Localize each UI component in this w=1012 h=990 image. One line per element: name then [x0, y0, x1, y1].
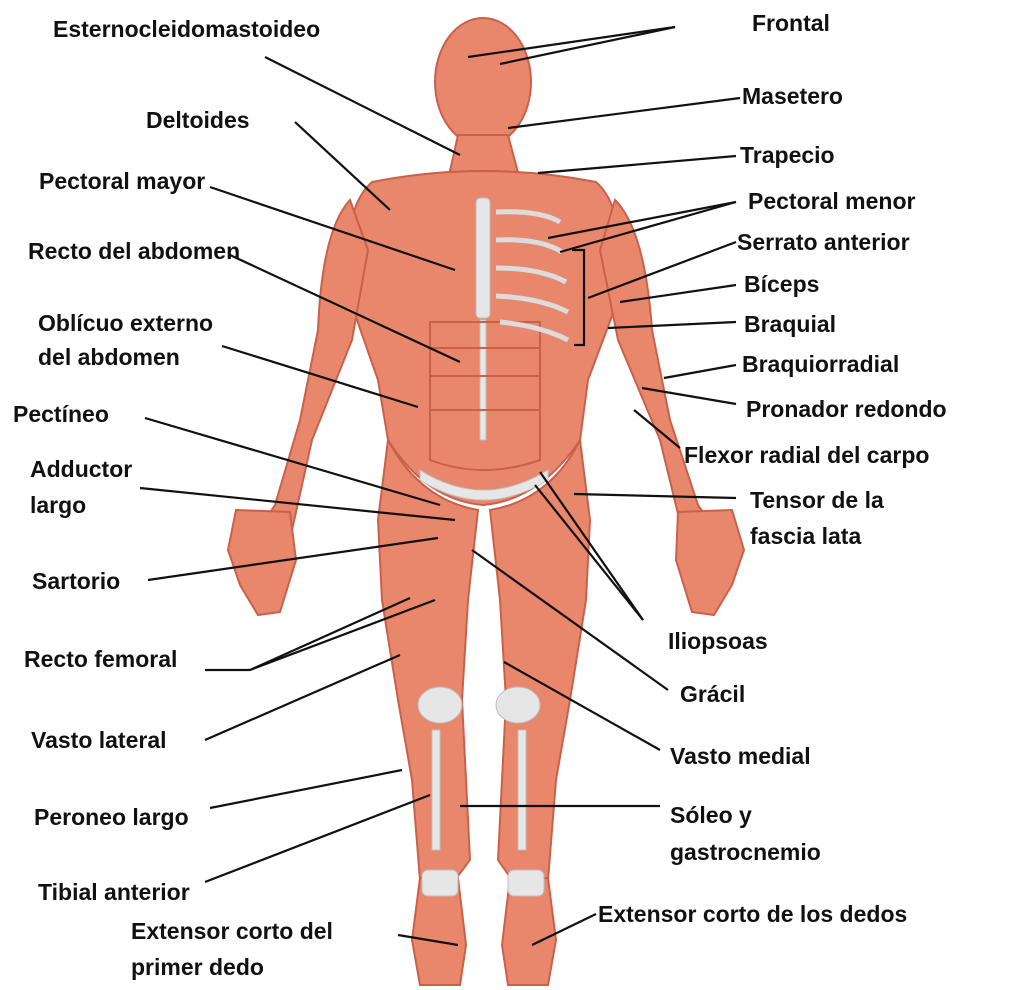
- knee-left: [418, 687, 462, 723]
- label-biceps: Bíceps: [744, 267, 819, 301]
- label-trapecio: Trapecio: [740, 138, 835, 172]
- leader-vasto-lateral: [205, 655, 400, 740]
- label-braquiorradial: Braquiorradial: [742, 347, 899, 381]
- leader-masetero: [508, 98, 740, 128]
- label-gracil: Grácil: [680, 677, 745, 711]
- label-pectoral-menor: Pectoral menor: [748, 184, 915, 218]
- label-adductor-1: Adductor: [30, 452, 132, 486]
- linea-alba: [480, 320, 486, 440]
- leader-tibial: [205, 795, 430, 882]
- label-esternocleidomastoideo: Esternocleidomastoideo: [53, 12, 320, 46]
- label-soleo-2: gastrocnemio: [670, 835, 821, 869]
- label-ext-primer-1: Extensor corto del: [131, 914, 333, 948]
- ankle-left: [422, 870, 458, 896]
- knee-right: [496, 687, 540, 723]
- label-deltoides: Deltoides: [146, 103, 250, 137]
- label-flexor-radial: Flexor radial del carpo: [684, 438, 929, 472]
- label-pectoral-mayor: Pectoral mayor: [39, 164, 205, 198]
- label-vasto-lateral: Vasto lateral: [31, 723, 167, 757]
- leader-esternocleidomastoideo: [265, 57, 460, 155]
- label-tensor-1: Tensor de la: [750, 483, 884, 517]
- shin-right-tendon: [518, 730, 526, 850]
- arm-right: [600, 200, 712, 530]
- label-tibial-anterior: Tibial anterior: [38, 875, 190, 909]
- leader-frontal-b: [500, 27, 675, 64]
- ankle-right: [508, 870, 544, 896]
- label-frontal: Frontal: [752, 6, 830, 40]
- shin-left-tendon: [432, 730, 440, 850]
- leader-peroneo: [210, 770, 402, 808]
- label-tensor-2: fascia lata: [750, 519, 861, 553]
- label-serrato-anterior: Serrato anterior: [737, 225, 910, 259]
- leader-deltoides: [295, 122, 390, 210]
- label-obliquo-1: Oblícuo externo: [38, 306, 213, 340]
- label-soleo-1: Sóleo y: [670, 798, 752, 832]
- arm-left: [262, 200, 368, 530]
- leader-trapecio: [538, 156, 736, 173]
- leader-braquiorradial: [664, 365, 736, 378]
- label-pectineo: Pectíneo: [13, 397, 109, 431]
- hand-right: [676, 510, 744, 615]
- sternum: [476, 198, 490, 318]
- label-peroneo-largo: Peroneo largo: [34, 800, 189, 834]
- label-obliquo-2: del abdomen: [38, 340, 180, 374]
- label-recto-abdomen: Recto del abdomen: [28, 234, 240, 268]
- leg-left: [378, 440, 478, 880]
- label-adductor-2: largo: [30, 488, 86, 522]
- label-masetero: Masetero: [742, 79, 843, 113]
- label-ext-primer-2: primer dedo: [131, 950, 264, 984]
- leg-right: [490, 440, 590, 880]
- leader-tensor: [574, 494, 736, 498]
- label-braquial: Braquial: [744, 307, 836, 341]
- label-ext-dedos: Extensor corto de los dedos: [598, 897, 907, 931]
- label-pronador-redondo: Pronador redondo: [746, 392, 947, 426]
- label-iliopsoas: Iliopsoas: [668, 624, 768, 658]
- label-sartorio: Sartorio: [32, 564, 120, 598]
- label-vasto-medial: Vasto medial: [670, 739, 811, 773]
- label-recto-femoral: Recto femoral: [24, 642, 177, 676]
